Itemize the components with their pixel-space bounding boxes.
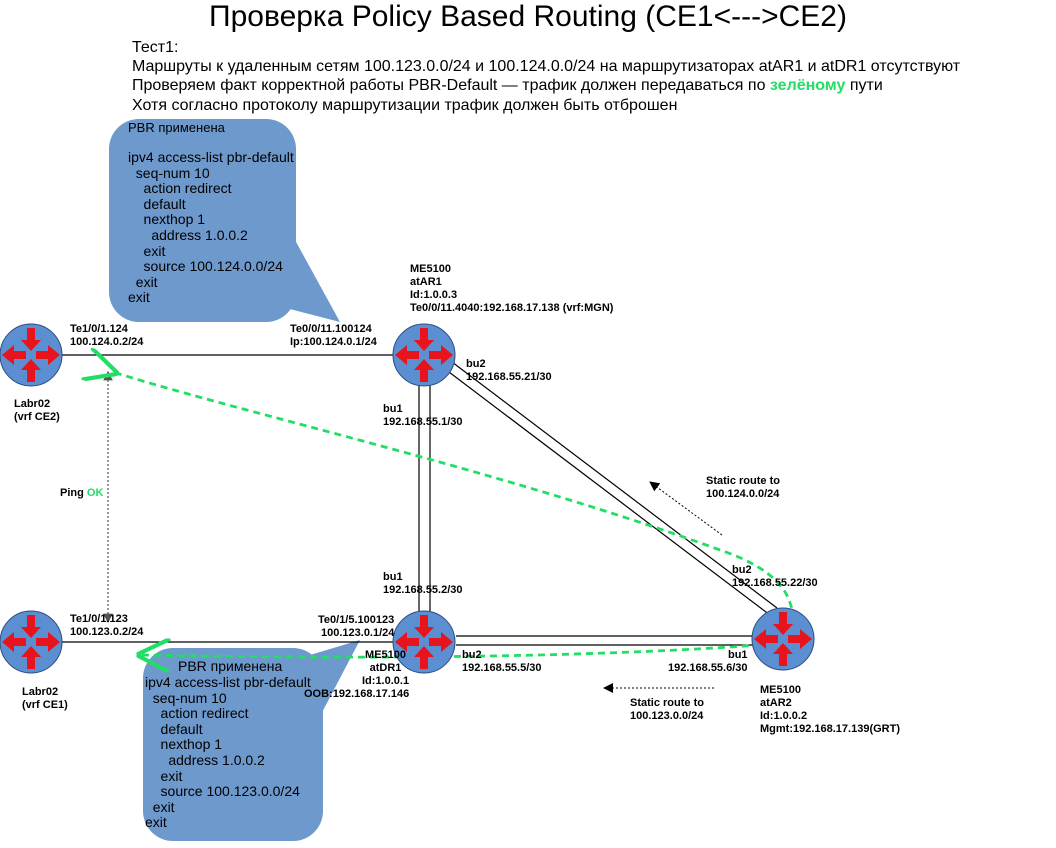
description-line-3-post: пути bbox=[845, 77, 883, 94]
router-ce2[interactable] bbox=[0, 323, 63, 387]
pbr-callout-bottom-config: ipv4 access-list pbr-default seq-num 10 … bbox=[145, 674, 311, 831]
page-title: Проверка Policy Based Routing (CE1<--->C… bbox=[209, 0, 847, 33]
pbr-callout-top-config: ipv4 access-list pbr-default seq-num 10 … bbox=[128, 149, 294, 306]
router-ce1[interactable] bbox=[0, 610, 63, 674]
router-atdr1[interactable] bbox=[392, 610, 456, 674]
link-atar1-atdr1 bbox=[418, 385, 431, 612]
description-line-3: Проверяем факт корректной работы PBR-Def… bbox=[132, 76, 883, 95]
description-line-1: Тест1: bbox=[132, 39, 179, 56]
description-line-4: Хотя согласно протоколу маршрутизации тр… bbox=[132, 97, 678, 114]
ping-label: Ping OK bbox=[60, 487, 104, 499]
router-atar2[interactable] bbox=[751, 607, 815, 671]
description-line-2: Маршруты к удаленным сетям 100.123.0.0/2… bbox=[132, 58, 961, 75]
pbr-callout-top-title: PBR применена bbox=[128, 120, 225, 135]
green-path-word: зелёному bbox=[769, 77, 846, 94]
pbr-callout-top bbox=[109, 119, 340, 322]
ce1-router-label: Labr02(vrf CE1) bbox=[22, 686, 68, 711]
atdr1-mgmt-label: OOB:192.168.17.146 bbox=[304, 688, 410, 700]
link-atar1-atar2 bbox=[444, 361, 778, 616]
link-atdr1-atar2 bbox=[456, 635, 755, 646]
pbr-callout-bottom-title: PBR применена bbox=[178, 658, 283, 674]
ce2-router-label: Labr02(vrf CE2) bbox=[14, 398, 60, 423]
ping-status: OK bbox=[86, 487, 104, 499]
router-atar1[interactable] bbox=[392, 323, 456, 387]
pbr-callout-bottom bbox=[143, 640, 360, 841]
description-line-3-pre: Проверяем факт корректной работы PBR-Def… bbox=[132, 77, 770, 94]
static-route-arrow-top bbox=[649, 481, 723, 536]
